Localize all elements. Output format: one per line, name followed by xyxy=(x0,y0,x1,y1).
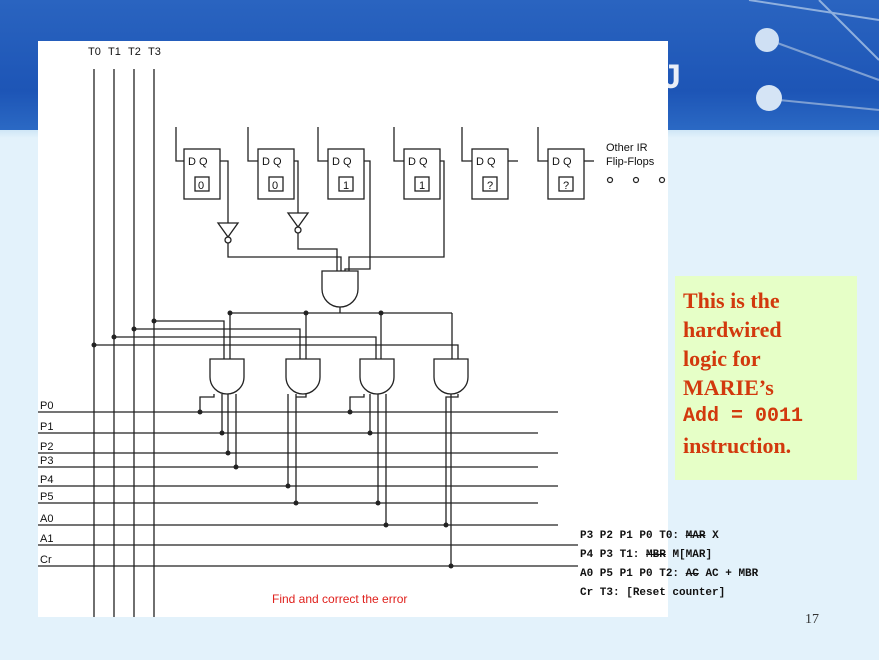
callout-line: instruction. xyxy=(683,433,792,458)
and-gate-t0 xyxy=(209,358,245,395)
flipflop-value: 0 xyxy=(198,180,204,192)
flipflop-label: D Q xyxy=(408,156,428,168)
rtl-signals: P4 P3 T1: xyxy=(580,549,640,561)
rtl-action: [Reset counter] xyxy=(626,587,726,599)
decorative-pins-graphic xyxy=(748,0,879,111)
and-gate-t2 xyxy=(359,358,395,395)
rtl-line-0: P3 P2 P1 P0 T0: MAR X xyxy=(580,530,719,542)
flipflop-label: D Q xyxy=(552,156,572,168)
callout-box: This is the hardwired logic for MARIE’s … xyxy=(675,276,857,480)
input-label-p0: P0 xyxy=(40,400,53,412)
flipflop-label: D Q xyxy=(188,156,208,168)
circuit-diagram-panel: T0 T1 T2 T3 P0 P1 P2 P3 P4 P5 A0 A1 Cr D… xyxy=(38,41,668,617)
rtl-arrow: AC xyxy=(685,568,699,580)
and-gate-decode xyxy=(321,270,359,308)
callout-line: hardwired xyxy=(683,317,782,342)
input-label-p5: P5 xyxy=(40,491,53,503)
and-gate-t1 xyxy=(285,358,321,395)
timing-label-t0: T0 xyxy=(88,46,101,58)
flipflop-value: ? xyxy=(487,180,493,192)
flipflop-value: 1 xyxy=(343,180,349,192)
rtl-arrow: MBR xyxy=(646,549,666,561)
rtl-line-2: A0 P5 P1 P0 T2: AC AC + MBR xyxy=(580,568,758,580)
callout-line: MARIE’s xyxy=(683,375,774,400)
flipflop-value: 1 xyxy=(419,180,425,192)
rtl-line-1: P4 P3 T1: MBR M[MAR] xyxy=(580,549,712,561)
other-ir-label: Flip-Flops xyxy=(606,156,655,168)
circuit-diagram: T0 T1 T2 T3 P0 P1 P2 P3 P4 P5 A0 A1 Cr D… xyxy=(38,46,666,617)
timing-label-t2: T2 xyxy=(128,46,141,58)
callout-line: This is the xyxy=(683,288,780,313)
input-label-p1: P1 xyxy=(40,421,53,433)
error-note: Find and correct the error xyxy=(272,592,408,606)
rtl-line-3: Cr T3: [Reset counter] xyxy=(580,587,725,599)
rtl-signals: Cr T3: xyxy=(580,587,620,599)
rtl-signals: P3 P2 P1 P0 T0: xyxy=(580,530,680,542)
input-label-p3: P3 xyxy=(40,455,53,467)
and-gate-t3 xyxy=(433,358,469,395)
flipflop-value: 0 xyxy=(272,180,278,192)
page-number: 17 xyxy=(805,612,819,627)
flipflop-label: D Q xyxy=(476,156,496,168)
rtl-action: AC + MBR xyxy=(705,568,759,580)
timing-label-t3: T3 xyxy=(148,46,161,58)
flipflop-label: D Q xyxy=(262,156,282,168)
callout-line: logic for xyxy=(683,346,761,371)
input-label-a1: A1 xyxy=(40,533,53,545)
input-label-p2: P2 xyxy=(40,441,53,453)
rtl-arrow: MAR xyxy=(685,530,706,542)
timing-label-t1: T1 xyxy=(108,46,121,58)
rtl-action: X xyxy=(712,530,719,542)
input-label-cr: Cr xyxy=(40,554,52,566)
flipflop-label: D Q xyxy=(332,156,352,168)
flipflop-value: ? xyxy=(563,180,569,192)
callout-opcode: Add = 0011 xyxy=(683,405,804,428)
rtl-action: M[MAR] xyxy=(672,549,713,561)
input-label-p4: P4 xyxy=(40,474,53,486)
other-ir-label: Other IR xyxy=(606,142,648,154)
rtl-signals: A0 P5 P1 P0 T2: xyxy=(580,568,680,580)
input-label-a0: A0 xyxy=(40,513,53,525)
